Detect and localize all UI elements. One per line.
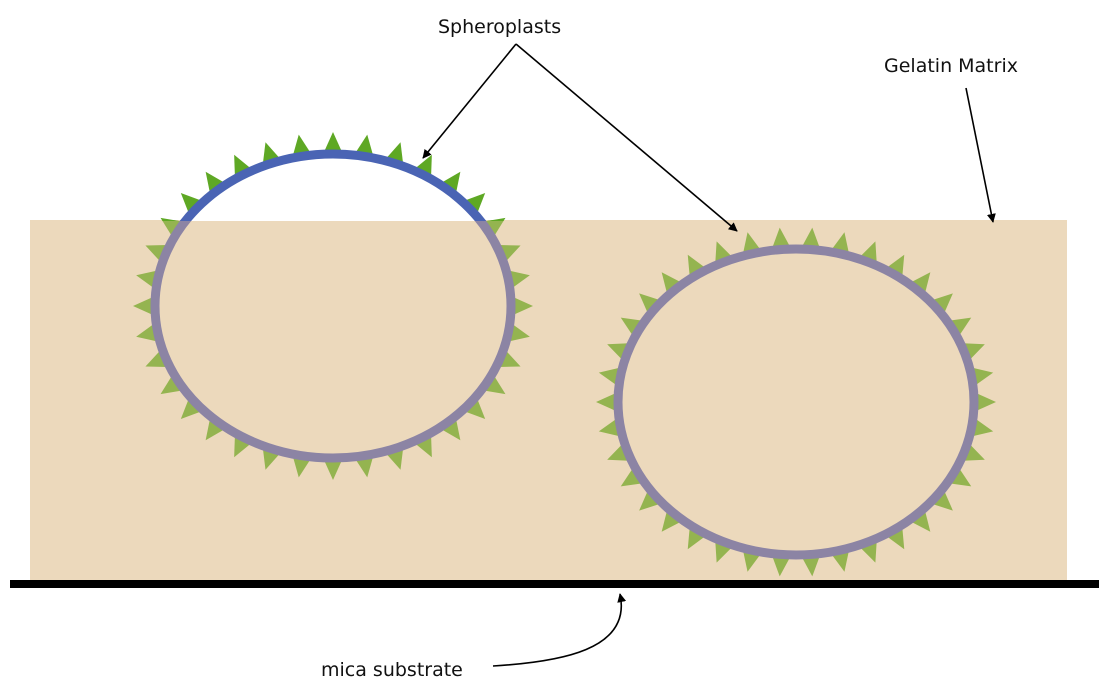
spike-triangle-icon <box>324 132 342 152</box>
membrane-right <box>618 249 974 555</box>
arrow-gelatin-matrix <box>966 88 993 222</box>
label-mica-substrate: mica substrate <box>321 659 463 681</box>
label-spheroplasts: Spheroplasts <box>438 16 561 38</box>
arrow-mica-substrate <box>493 594 621 666</box>
arrow-spheroplast-right <box>516 44 737 231</box>
arrow-spheroplast-left <box>423 44 516 158</box>
label-gelatin-matrix: Gelatin Matrix <box>884 55 1018 77</box>
